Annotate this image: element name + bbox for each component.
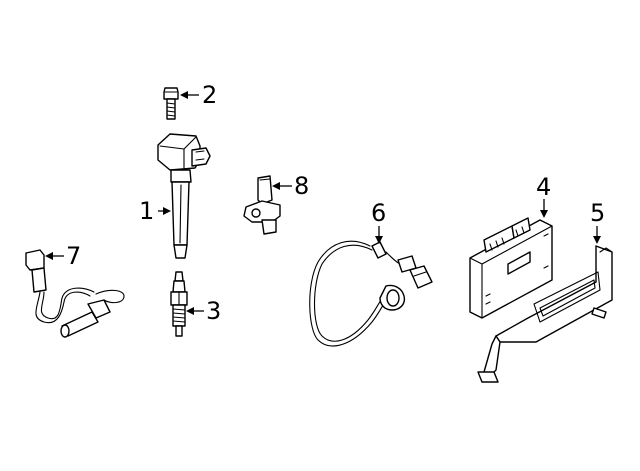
knock-sensor-part [309, 240, 433, 347]
callout-4: 4 [536, 173, 551, 201]
ecu-module-part [469, 217, 553, 319]
callout-8: 8 [294, 172, 309, 200]
callout-1: 1 [139, 197, 154, 225]
callout-5: 5 [590, 199, 605, 227]
callout-7: 7 [66, 242, 81, 270]
leader-lines [45, 91, 601, 315]
spark-plug-part [170, 271, 188, 337]
callout-2: 2 [202, 81, 217, 109]
ecu-bracket-part [477, 245, 613, 383]
bolt-part [163, 87, 179, 120]
callout-6: 6 [371, 199, 386, 227]
callout-3: 3 [206, 297, 221, 325]
ignition-coil-part [157, 133, 211, 259]
oxygen-sensor-part [25, 249, 125, 338]
crankshaft-sensor-part [243, 175, 281, 235]
